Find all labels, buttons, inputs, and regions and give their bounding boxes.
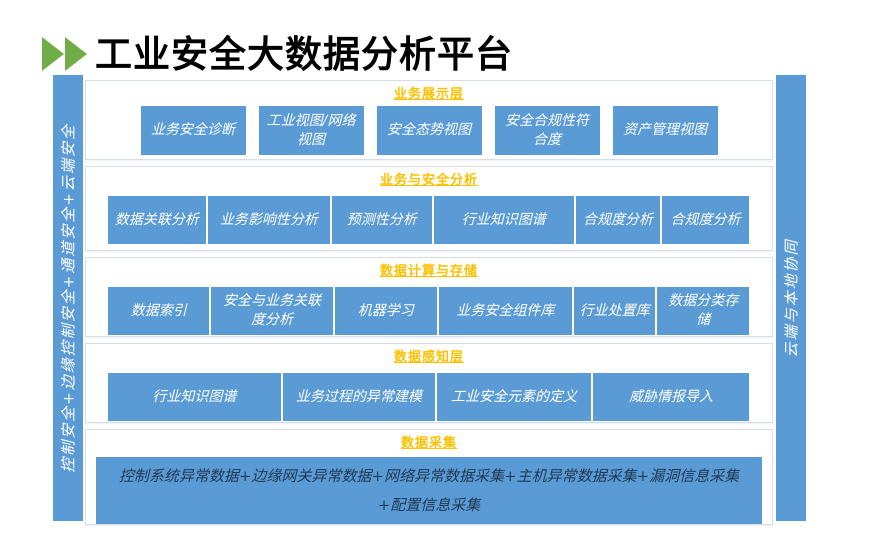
box-label: 威胁情报导入 <box>629 388 714 405</box>
box-label: 机器学习 <box>357 302 414 319</box>
layer-stack: 业务展示层业务安全诊断 工业视图/网络视图 安全态势视图 安全合规性符合度 资产管理视图… <box>85 80 773 525</box>
left-pillar-label: 控制安全+边缘控制安全+通道安全+云端安全 <box>59 123 78 473</box>
box-business-display-5: 资产管理视图 <box>612 106 718 155</box>
layer-label-data-collection: 数据采集 <box>400 435 457 450</box>
box-label: 安全态势视图 <box>387 122 471 139</box>
box-business-display-2: 工业视图/网络视图 <box>258 106 364 155</box>
box-data-perception-1: 行业知识图谱 <box>108 373 281 421</box>
box-business-display-3: 安全态势视图 <box>376 106 482 155</box>
box-label: 工业安全元素的定义 <box>451 388 577 405</box>
box-data-perception-4: 威胁情报导入 <box>593 373 750 421</box>
box-data-collection-1: 控制系统异常数据+边缘网关异常数据+网络异常数据采集+主机异常数据采集+漏洞信息… <box>96 457 762 524</box>
right-arrow-icon <box>65 37 87 71</box>
layer-label-data-perception: 数据感知层 <box>393 349 464 364</box>
layer-business-security-analysis: 业务与安全分析数据关联分析 业务影响性分析 预测性分析 行业知识图谱 合规度分析合规度分… <box>85 166 773 251</box>
box-label: 合规度分析 <box>582 211 653 228</box>
box-data-compute-storage-5: 行业处置库 <box>573 287 656 335</box>
layer-row-business-security-analysis: 数据关联分析 业务影响性分析 预测性分析 行业知识图谱 合规度分析合规度分析 <box>108 196 750 244</box>
layer-data-collection: 数据采集控制系统异常数据+边缘网关异常数据+网络异常数据采集+主机异常数据采集+… <box>85 429 773 525</box>
layer-label-data-compute-storage: 数据计算与存储 <box>379 263 478 278</box>
box-label: 预测性分析 <box>346 211 417 228</box>
box-label: 数据分类存储 <box>668 293 739 328</box>
box-business-display-1: 业务安全诊断 <box>140 106 246 155</box>
box-business-security-analysis-2: 业务影响性分析 <box>207 196 330 244</box>
layer-row-business-display: 业务安全诊断 工业视图/网络视图 安全态势视图 安全合规性符合度 资产管理视图 <box>86 106 772 155</box>
box-label: 业务安全诊断 <box>151 122 235 139</box>
box-business-security-analysis-3: 预测性分析 <box>331 196 432 244</box>
box-label: 控制系统异常数据+边缘网关异常数据+网络异常数据采集+主机异常数据采集+漏洞信息… <box>118 467 740 514</box>
box-data-perception-3: 工业安全元素的定义 <box>436 373 592 421</box>
box-label: 业务影响性分析 <box>219 211 318 228</box>
right-arrow-icon <box>42 37 64 71</box>
box-data-perception-2: 业务过程的异常建模 <box>282 373 435 421</box>
box-label: 业务安全组件库 <box>456 302 555 319</box>
box-data-compute-storage-3: 机器学习 <box>334 287 437 335</box>
layer-label-business-security-analysis: 业务与安全分析 <box>379 172 478 187</box>
box-label: 业务过程的异常建模 <box>295 388 422 405</box>
page-title: 工业安全大数据分析平台 <box>95 34 513 75</box>
layer-row-data-collection: 控制系统异常数据+边缘网关异常数据+网络异常数据采集+主机异常数据采集+漏洞信息… <box>96 457 762 524</box>
box-label: 安全与业务关联度分析 <box>223 293 322 328</box>
right-pillar: 云端与本地协同 <box>776 75 806 521</box>
box-business-security-analysis-4: 行业知识图谱 <box>433 196 574 244</box>
layer-row-data-perception: 行业知识图谱 业务过程的异常建模 工业安全元素的定义 威胁情报导入 <box>108 373 750 421</box>
title-row: 工业安全大数据分析平台 <box>0 0 893 78</box>
double-right-arrow-icon <box>42 37 87 71</box>
box-label: 合规度分析 <box>670 211 741 228</box>
box-business-security-analysis-6: 合规度分析 <box>662 196 750 244</box>
layer-data-perception: 数据感知层行业知识图谱 业务过程的异常建模 工业安全元素的定义 威胁情报导入 <box>85 343 773 423</box>
layer-data-compute-storage: 数据计算与存储数据索引 安全与业务关联度分析 机器学习 业务安全组件库 行业处置库 数据分… <box>85 257 773 337</box>
right-pillar-label: 云端与本地协同 <box>782 238 801 358</box>
box-label: 行业知识图谱 <box>152 388 237 405</box>
box-business-security-analysis-1: 数据关联分析 <box>108 196 206 244</box>
box-label: 数据索引 <box>130 302 187 319</box>
layer-row-data-compute-storage: 数据索引 安全与业务关联度分析 机器学习 业务安全组件库 行业处置库 数据分类存储 <box>108 287 750 335</box>
box-data-compute-storage-1: 数据索引 <box>108 287 210 335</box>
box-business-display-4: 安全合规性符合度 <box>494 106 600 155</box>
box-label: 数据关联分析 <box>114 211 199 228</box>
box-label: 安全合规性符合度 <box>505 112 589 148</box>
left-pillar: 控制安全+边缘控制安全+通道安全+云端安全 <box>53 75 83 521</box>
box-business-security-analysis-5: 合规度分析 <box>575 196 661 244</box>
layer-label-business-display: 业务展示层 <box>393 86 464 101</box>
box-data-compute-storage-4: 业务安全组件库 <box>438 287 572 335</box>
box-label: 行业知识图谱 <box>461 211 546 228</box>
layer-business-display: 业务展示层业务安全诊断 工业视图/网络视图 安全态势视图 安全合规性符合度 资产管理视图 <box>85 80 773 160</box>
box-label: 工业视图/网络视图 <box>266 112 356 148</box>
box-label: 行业处置库 <box>579 302 650 319</box>
box-data-compute-storage-6: 数据分类存储 <box>657 287 750 335</box>
box-label: 资产管理视图 <box>623 122 707 139</box>
box-data-compute-storage-2: 安全与业务关联度分析 <box>211 287 333 335</box>
